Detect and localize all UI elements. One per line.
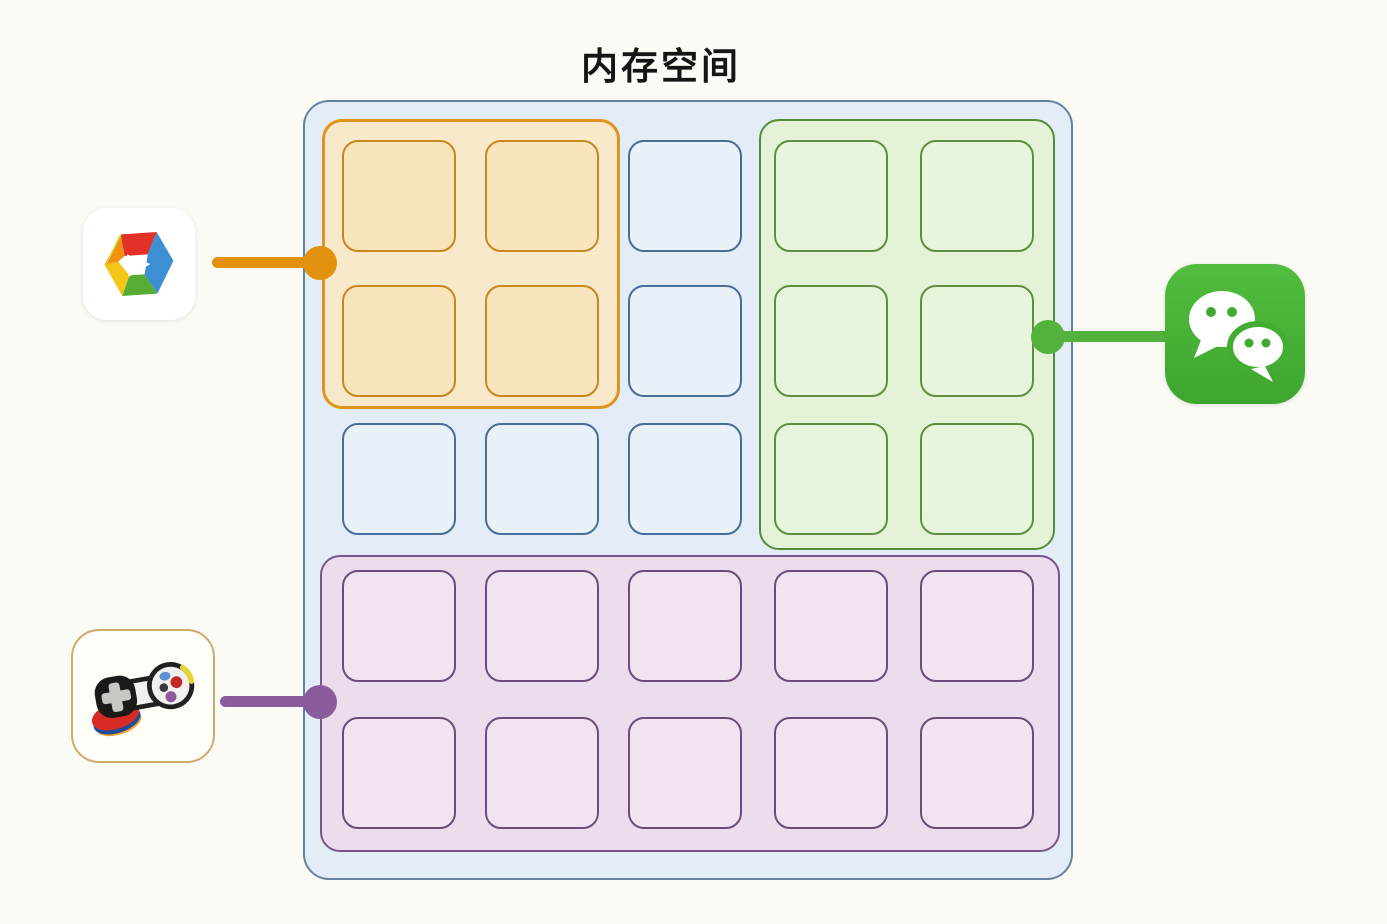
connector-wechat-dot — [1031, 320, 1065, 354]
memory-cell-orange — [342, 285, 456, 397]
page-title: 内存空间 — [581, 46, 741, 87]
memory-cell-game — [342, 717, 456, 829]
wechat-icon — [1165, 264, 1305, 404]
memory-cell-game — [920, 717, 1034, 829]
pinwheel-app-card — [83, 208, 195, 320]
memory-cell-wechat — [774, 285, 888, 397]
wechat-card — [1165, 264, 1305, 404]
memory-cell-game — [920, 570, 1034, 682]
memory-cell-wechat — [920, 140, 1034, 252]
memory-cell-free — [628, 140, 742, 252]
memory-cell-free — [342, 423, 456, 535]
memory-cell-wechat — [774, 423, 888, 535]
connector-game-line — [220, 696, 324, 707]
memory-cell-game — [774, 717, 888, 829]
connector-orange-line — [212, 257, 324, 268]
memory-cell-orange — [342, 140, 456, 252]
connector-game-dot — [303, 685, 337, 719]
memory-cell-wechat — [920, 285, 1034, 397]
gamepad-card — [71, 629, 215, 763]
memory-cell-game — [485, 717, 599, 829]
memory-cell-free — [628, 285, 742, 397]
memory-cell-game — [628, 570, 742, 682]
memory-cell-orange — [485, 285, 599, 397]
pinwheel-app-icon — [99, 224, 179, 304]
memory-space-container — [303, 100, 1073, 880]
memory-cell-orange — [485, 140, 599, 252]
memory-cell-game — [342, 570, 456, 682]
connector-wechat-line — [1046, 331, 1174, 342]
memory-cell-game — [628, 717, 742, 829]
memory-cell-free — [628, 423, 742, 535]
memory-cell-game — [485, 570, 599, 682]
memory-cell-wechat — [920, 423, 1034, 535]
memory-cell-free — [485, 423, 599, 535]
gamepad-icon — [84, 644, 202, 748]
memory-cell-game — [774, 570, 888, 682]
memory-cell-wechat — [774, 140, 888, 252]
connector-orange-dot — [303, 246, 337, 280]
